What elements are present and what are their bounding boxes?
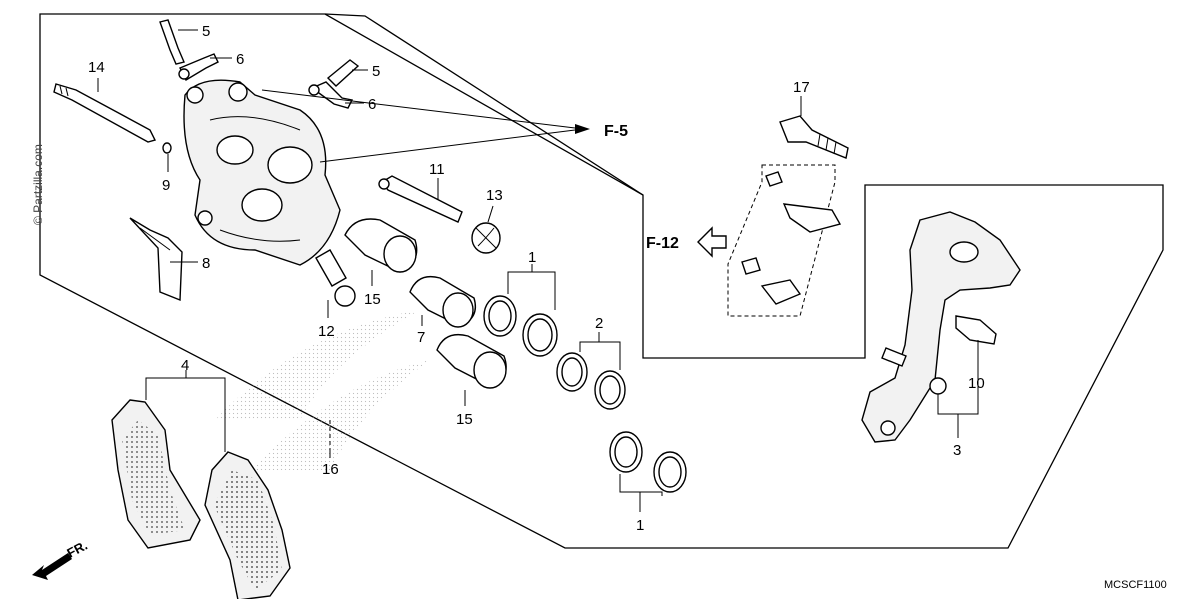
callout-5-lower: 5 xyxy=(372,63,380,80)
seal-set-2 xyxy=(556,352,626,410)
slide-pin xyxy=(378,175,463,223)
callout-4: 4 xyxy=(181,357,189,374)
callout-15-upper: 15 xyxy=(364,291,381,308)
leader-lines xyxy=(97,29,979,512)
pin-boot xyxy=(471,222,501,254)
callout-6-upper: 6 xyxy=(236,51,244,68)
caliper-assembly-outline xyxy=(39,13,1164,549)
callout-10: 10 xyxy=(968,375,985,392)
callout-1-upper: 1 xyxy=(528,249,536,266)
piston-15-lower xyxy=(436,333,507,389)
callout-7: 7 xyxy=(417,329,425,346)
callout-11: 11 xyxy=(429,161,445,178)
hose-clamp-lower xyxy=(741,257,802,305)
callout-12: 12 xyxy=(318,323,335,340)
callout-9: 9 xyxy=(162,177,170,194)
brake-pad-set xyxy=(111,399,291,599)
assembly-outline-inner-edge xyxy=(324,13,644,196)
hose-clamp-upper xyxy=(765,171,842,233)
caliper-bracket xyxy=(861,211,1021,443)
bleeder-cap-lower xyxy=(308,81,354,109)
callout-8: 8 xyxy=(202,255,210,272)
callout-14: 14 xyxy=(88,59,105,76)
callout-5-upper: 5 xyxy=(202,23,210,40)
callout-1-lower: 1 xyxy=(636,517,644,534)
callout-16: 16 xyxy=(322,461,339,478)
pad-spring xyxy=(129,217,183,302)
bleeder-cap-upper xyxy=(178,53,219,81)
brand-watermark-graphic xyxy=(215,310,430,470)
caliper-bolt-12 xyxy=(315,249,356,307)
bleeder-screw-lower xyxy=(326,59,360,87)
bleeder-screw-upper xyxy=(159,19,185,65)
watermark-text: © Partzilla.com xyxy=(31,144,45,225)
reference-f12: F-12 xyxy=(646,235,679,252)
callout-2: 2 xyxy=(595,315,603,332)
reference-f5: F-5 xyxy=(604,123,628,140)
callout-6-lower: 6 xyxy=(368,96,376,113)
callout-17: 17 xyxy=(793,79,810,96)
seal-set-1-lower xyxy=(609,431,687,493)
guide-pin xyxy=(53,83,157,143)
front-direction-arrow-icon xyxy=(32,553,72,580)
seal-set-1-upper xyxy=(483,295,558,357)
pad-retainer-clip xyxy=(955,315,997,345)
piston-7 xyxy=(409,275,477,328)
callout-3: 3 xyxy=(953,442,961,459)
bracket-bolt xyxy=(779,115,849,159)
callout-15-lower: 15 xyxy=(456,411,473,428)
caliper-body xyxy=(183,79,341,266)
piston-15-upper xyxy=(344,218,418,273)
f12-arrow-icon xyxy=(697,226,727,258)
callout-13: 13 xyxy=(486,187,503,204)
o-ring xyxy=(162,142,172,154)
diagram-code: MCSCF1100 xyxy=(1104,579,1167,591)
